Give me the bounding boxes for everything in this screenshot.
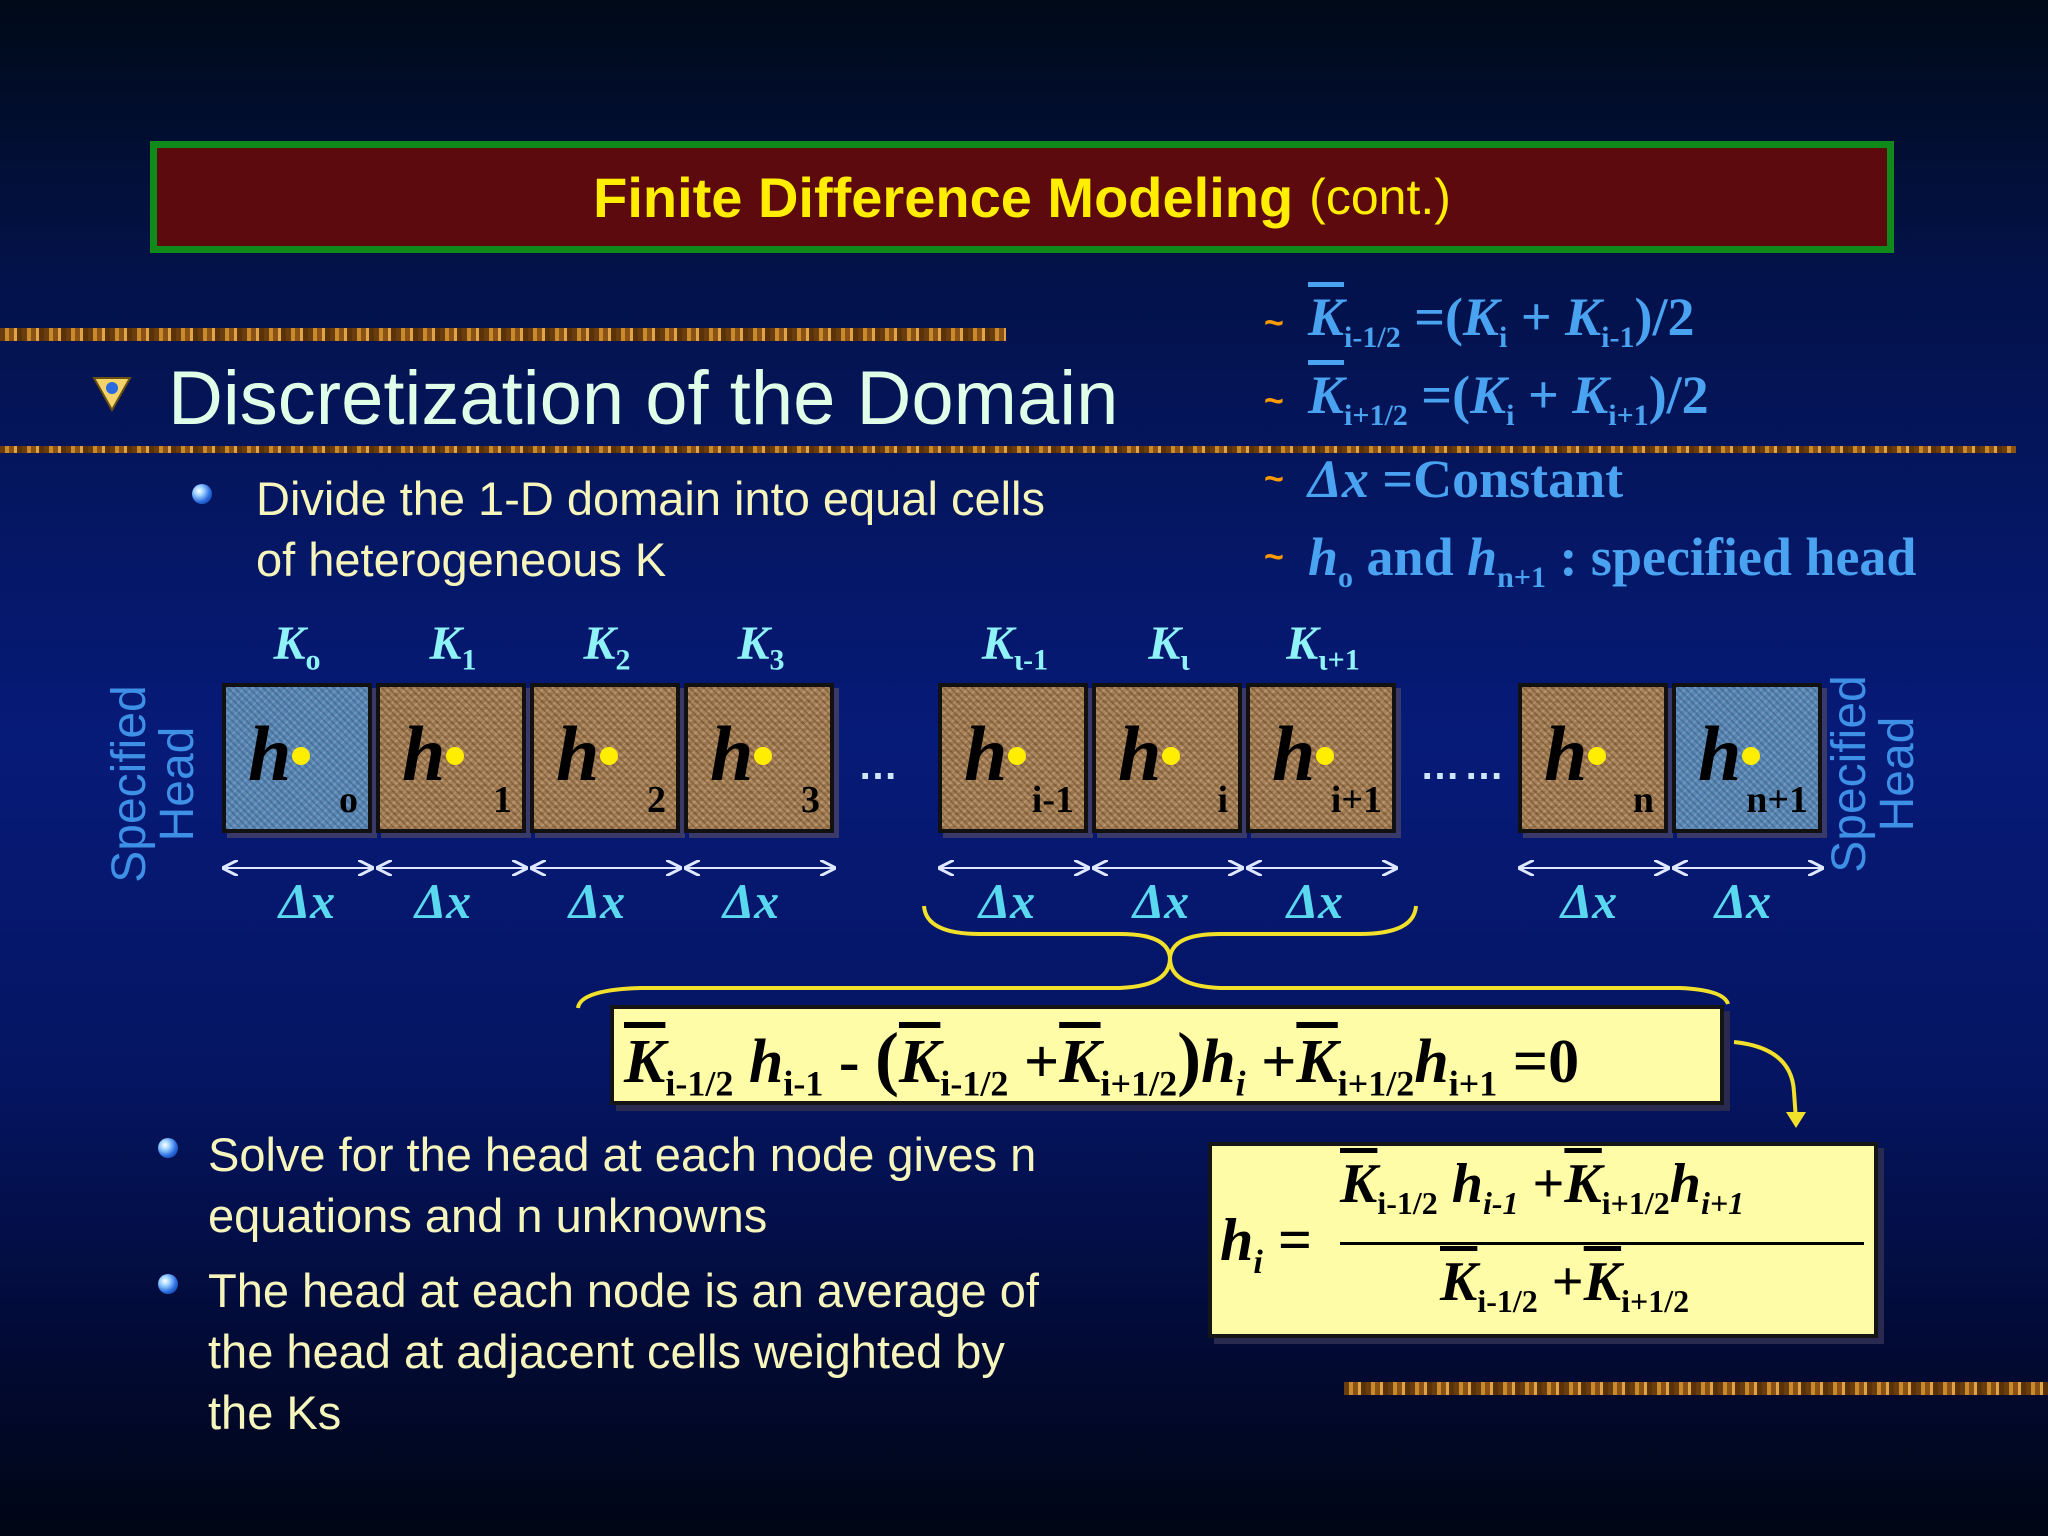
fraction-bar — [1340, 1242, 1864, 1245]
k-label-3: K3 — [737, 617, 785, 677]
node-dot — [1316, 747, 1334, 765]
node-dot — [1742, 747, 1760, 765]
dx-label: Δx — [414, 873, 472, 929]
formula-dx-constant: Δx =Constant — [1308, 449, 1624, 509]
squiggle-bullet-icon: ~ — [1264, 304, 1284, 342]
solution-denominator: Ki-1/2 +Ki+1/2 — [1440, 1251, 1690, 1320]
decorative-bar-middle — [0, 446, 2016, 453]
discrete-equation-box: Ki-1/2 hi-1 - (Ki-1/2 +Ki+1/2)hi +Ki+1/2… — [610, 1005, 1724, 1105]
dx-label: Δx — [1286, 873, 1344, 929]
node-dot — [1162, 747, 1180, 765]
round-bullet-icon — [158, 1274, 178, 1294]
bullet-2-line1: The head at each node is an average of — [208, 1264, 1039, 1317]
k-label-0: Ko — [273, 617, 321, 677]
slide-title: Finite Difference Modeling — [593, 165, 1294, 229]
title-box: Finite Difference Modeling (cont.) — [150, 141, 1894, 253]
dx-label: Δx — [1714, 873, 1772, 929]
squiggle-bullet-icon: ~ — [1264, 460, 1284, 498]
round-bullet-icon — [158, 1138, 178, 1158]
node-dot — [292, 747, 310, 765]
bullet-2-line2: the head at adjacent cells weighted by — [208, 1325, 1005, 1378]
node-dot — [1588, 747, 1606, 765]
dimension-arrows — [0, 850, 2048, 880]
node-dot — [1008, 747, 1026, 765]
dx-label: Δx — [1560, 873, 1618, 929]
solution-lhs: hi = — [1220, 1207, 1313, 1281]
squiggle-bullet-icon: ~ — [1264, 538, 1284, 576]
section-heading: Discretization of the Domain — [168, 356, 1119, 441]
bullet-1: Solve for the head at each node gives n … — [208, 1124, 1036, 1246]
dx-label: Δx — [278, 873, 336, 929]
node-dot — [600, 747, 618, 765]
dx-label: Δx — [978, 873, 1036, 929]
dx-label: Δx — [722, 873, 780, 929]
triangle-bullet-icon — [92, 377, 132, 412]
formula-k-plus-half: Ki+1/2 =(Ki + Ki+1)/2 — [1308, 365, 1709, 432]
k-label-2: K2 — [583, 617, 631, 677]
brace-connector — [576, 905, 1730, 1009]
slide-title-sub: (cont.) — [1309, 169, 1451, 225]
k-label-i-minus-1: Kι-1 — [981, 617, 1049, 677]
dx-label: Δx — [1132, 873, 1190, 929]
ellipsis-1: … — [858, 744, 902, 788]
bullet-1-line1: Solve for the head at each node gives n — [208, 1128, 1037, 1181]
round-bullet-icon — [192, 484, 212, 504]
bullet-1-line2: equations and n unknowns — [208, 1189, 768, 1242]
bullet-2: The head at each node is an average of t… — [208, 1260, 1039, 1443]
sub-bullet-line2: of heterogeneous K — [256, 533, 667, 586]
formula-k-minus-half: Ki-1/2 =(Ki + Ki-1)/2 — [1308, 287, 1695, 354]
bullet-2-line3: the Ks — [208, 1386, 342, 1439]
decorative-bar-top — [0, 328, 1006, 341]
formula-specified-head: ho and hn+1 : specified head — [1308, 527, 1917, 594]
ellipsis-2: …… — [1420, 744, 1508, 788]
k-label-i-plus-1: Kι+1 — [1286, 617, 1360, 677]
sub-bullet-text: Divide the 1-D domain into equal cells o… — [256, 468, 1045, 590]
decorative-bar-bottom — [1344, 1382, 2048, 1395]
k-label-i: Kι — [1148, 617, 1190, 677]
discrete-equation: Ki-1/2 hi-1 - (Ki-1/2 +Ki+1/2)hi +Ki+1/2… — [624, 1018, 1580, 1104]
squiggle-bullet-icon: ~ — [1264, 382, 1284, 420]
node-dot — [754, 747, 772, 765]
node-dot — [446, 747, 464, 765]
arrow-to-solution — [1733, 1040, 1806, 1128]
solution-numerator: Ki-1/2 hi-1 +Ki+1/2hi+1 — [1340, 1153, 1745, 1222]
dx-label: Δx — [568, 873, 626, 929]
sub-bullet-line1: Divide the 1-D domain into equal cells — [256, 472, 1045, 525]
k-label-1: K1 — [429, 617, 477, 677]
solution-equation-box: hi = Ki-1/2 hi-1 +Ki+1/2hi+1 Ki-1/2 +Ki+… — [1208, 1142, 1878, 1338]
